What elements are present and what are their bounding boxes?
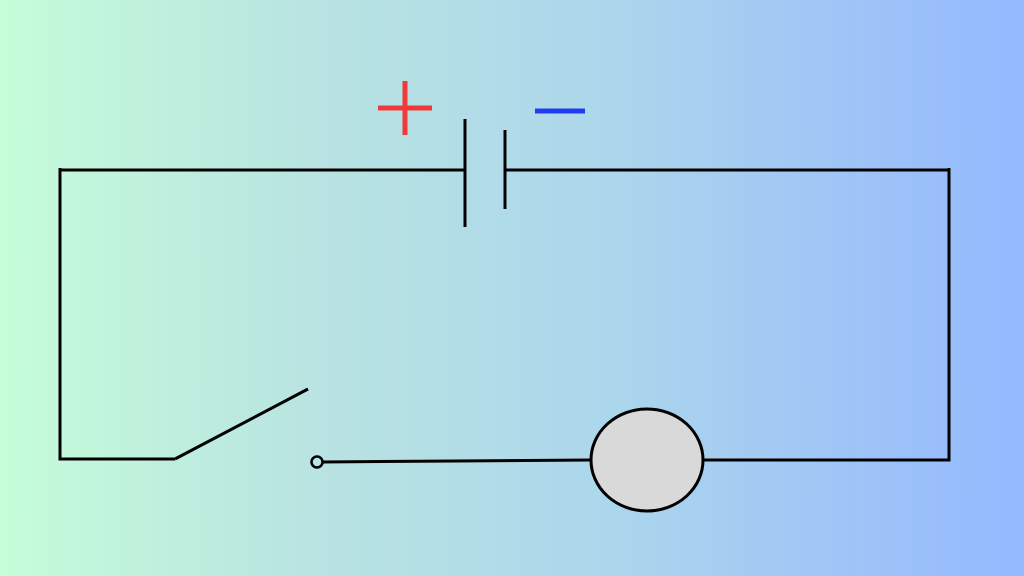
positive-terminal-icon [378, 81, 432, 135]
switch-symbol [174, 387, 324, 469]
switch-contact [310, 455, 324, 469]
wire-right [703, 168, 951, 462]
wire-switch-to-bulb [321, 458, 592, 464]
bulb-icon [589, 407, 705, 513]
switch-lever [174, 387, 309, 461]
battery-symbol [463, 119, 507, 227]
wire-left [58, 168, 175, 461]
